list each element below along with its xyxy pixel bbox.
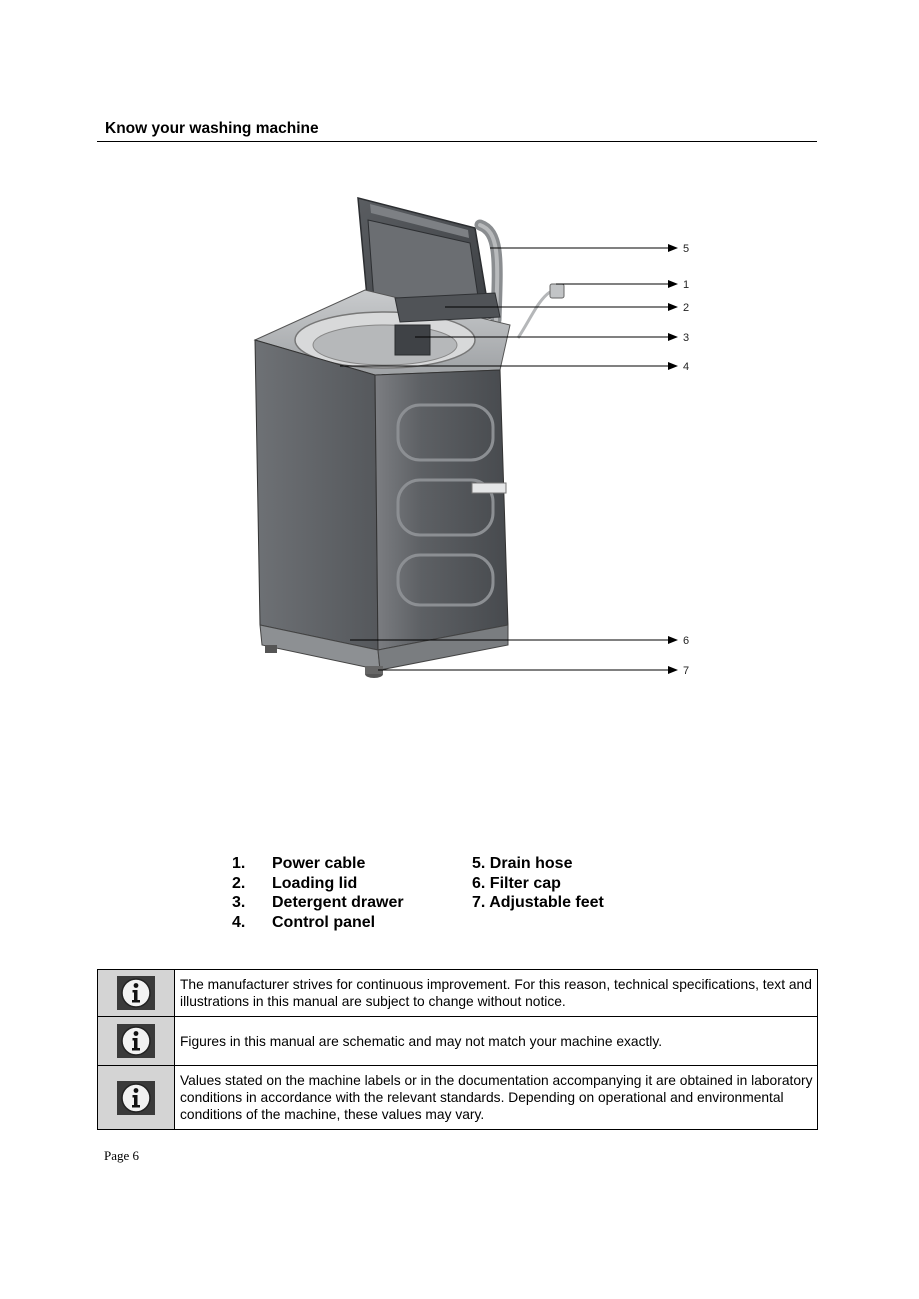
notes-table: The manufacturer strives for continuous …	[97, 969, 818, 1130]
info-icon	[117, 976, 155, 1010]
callout-numbers: 5 1 2 3 4 6 7	[683, 243, 689, 677]
note-text: The manufacturer strives for continuous …	[174, 969, 818, 1017]
page-number: Page 6	[104, 1148, 140, 1163]
part-label-right: 5. Drain hose	[472, 855, 573, 872]
heading-divider	[97, 141, 817, 142]
callout-number: 5	[683, 243, 689, 255]
note-row: Values stated on the machine labels or i…	[97, 1065, 818, 1130]
part-label: Control panel	[272, 913, 376, 931]
note-icon-cell	[97, 1065, 175, 1130]
part-label: Loading lid	[272, 874, 358, 892]
note-text: Figures in this manual are schematic and…	[174, 1016, 818, 1066]
info-icon	[117, 1024, 155, 1058]
callout-number: 6	[683, 635, 689, 647]
part-label: Power cable	[272, 855, 366, 872]
info-icon	[117, 1080, 155, 1115]
callout-number: 1	[683, 279, 689, 291]
part-number: 3.	[232, 894, 246, 911]
callout-number: 3	[683, 332, 689, 344]
callout-lines	[340, 247, 670, 671]
note-row: The manufacturer strives for continuous …	[97, 969, 818, 1017]
callout-number: 2	[683, 302, 689, 314]
callout-arrowheads	[668, 244, 678, 674]
part-number: 4.	[232, 913, 246, 931]
part-label-right: 7. Adjustable feet	[472, 894, 604, 911]
part-label-right: 6. Filter cap	[472, 874, 561, 892]
machine-illustration	[253, 197, 565, 678]
washing-machine-figure: 5 1 2 3 4 6 7	[200, 180, 720, 690]
part-number: 2.	[232, 874, 246, 892]
callout-number: 4	[683, 361, 689, 373]
section-heading: Know your washing machine	[105, 120, 319, 137]
note-row: Figures in this manual are schematic and…	[97, 1016, 818, 1066]
note-icon-cell	[97, 1016, 175, 1066]
callout-number: 7	[683, 665, 689, 677]
note-icon-cell	[97, 969, 175, 1017]
part-label: Detergent drawer	[272, 894, 404, 911]
note-text: Values stated on the machine labels or i…	[174, 1065, 818, 1130]
part-number: 1.	[232, 855, 246, 872]
